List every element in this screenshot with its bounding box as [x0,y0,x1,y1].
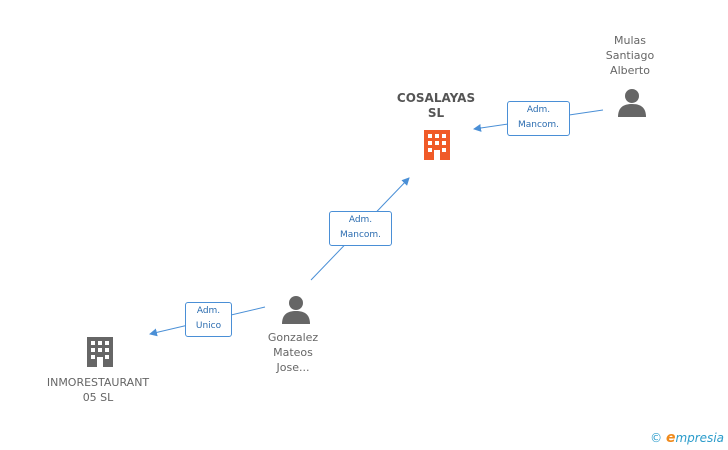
node-gonzalez-label[interactable]: Gonzalez Mateos Jose... [243,330,343,375]
person-icon[interactable] [617,87,647,117]
node-gonzalez-line2: Mateos [273,346,313,359]
node-inmorestaurant-label[interactable]: INMORESTAURANT 05 SL [38,375,158,405]
edge-label-gonzalez-inmorestaurant[interactable]: Adm. Unico [185,302,232,337]
node-inmorestaurant-line1: INMORESTAURANT [46,376,150,389]
node-mulas-line3: Alberto [610,64,650,77]
node-cosalayas-line1: COSALAYAS [396,91,476,105]
building-icon[interactable] [421,128,453,162]
edge-label-mulas-cosalayas[interactable]: Adm. Mancom. [507,101,570,136]
building-icon[interactable] [84,335,116,369]
node-mulas-line2: Santiago [605,49,655,62]
brand-logo-e: e [665,430,676,446]
brand-name: mpresia [675,431,724,445]
node-cosalayas-label[interactable]: COSALAYAS SL [386,91,486,121]
edge-label-line1: Adm. [348,215,373,225]
edge-label-line2: Unico [195,321,222,331]
node-gonzalez-line3: Jose... [276,361,310,374]
edge-label-line2: Mancom. [339,230,382,240]
edge-label-gonzalez-cosalayas[interactable]: Adm. Mancom. [329,211,392,246]
edge-label-line1: Adm. [526,105,551,115]
edge-label-line2: Mancom. [517,120,560,130]
node-mulas-line1: Mulas [614,34,646,47]
copyright-symbol: © [650,431,663,445]
node-gonzalez-line1: Gonzalez [267,331,319,344]
edge-label-line1: Adm. [196,306,221,316]
node-cosalayas-line2: SL [427,106,445,120]
empresia-watermark: © empresia [650,430,724,446]
node-mulas-label[interactable]: Mulas Santiago Alberto [580,33,680,78]
person-icon[interactable] [281,294,311,324]
node-inmorestaurant-line2: 05 SL [82,391,114,404]
